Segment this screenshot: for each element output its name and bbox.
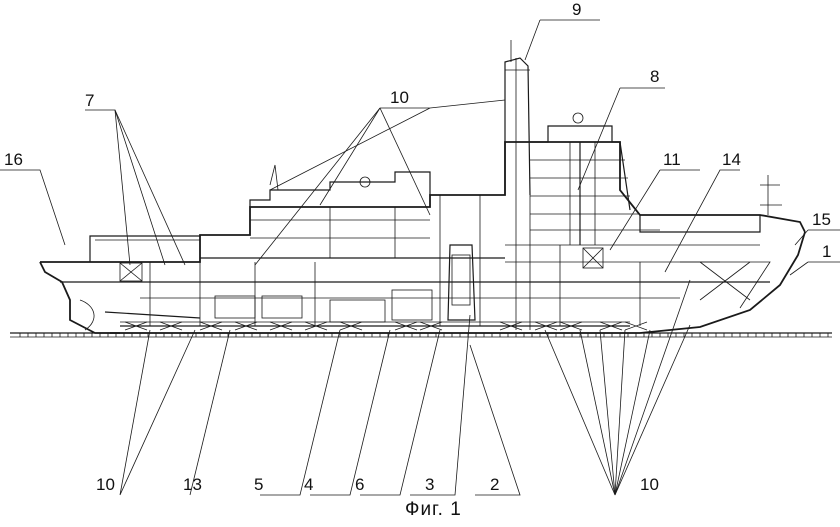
label-8: 8 [650,67,659,86]
leader-lines [0,19,840,496]
tank-cross [234,321,258,331]
label-1: 1 [822,242,831,261]
hull-outline [39,141,806,334]
tank-cross [559,321,583,331]
reference-numerals: 9 8 7 10 11 14 16 15 1 10 13 5 4 6 3 2 1… [4,0,831,494]
tank-cross [394,321,418,331]
superstructure-forward [530,112,660,269]
label-5: 5 [254,475,263,494]
machinery [79,244,476,331]
superstructure-aft [89,164,431,282]
tank-cross [534,321,558,331]
tank-cross [304,321,328,331]
mast [504,40,531,330]
label-16: 16 [4,150,23,169]
tank-cross [499,321,523,331]
label-14: 14 [722,150,741,169]
tank-cross [124,321,148,331]
label-9: 9 [572,0,581,19]
tank-cross [199,321,223,331]
label-15: 15 [812,210,831,229]
label-10-right: 10 [640,475,659,494]
tank-cross [339,321,363,331]
label-2: 2 [490,475,499,494]
bulkheads [149,195,641,326]
label-10-left: 10 [96,475,115,494]
figure-caption: Фиг. 1 [405,499,462,520]
label-3: 3 [425,475,434,494]
label-6: 6 [355,475,364,494]
label-11: 11 [663,150,681,169]
tank-cross [269,321,293,331]
double-bottom-tanks [124,321,648,331]
label-4: 4 [304,475,313,494]
tank-cross [419,321,443,331]
label-13: 13 [183,475,202,494]
label-10-top: 10 [390,88,409,107]
label-7: 7 [85,91,94,110]
tank-cross [599,321,623,331]
forecastle [639,175,782,309]
tank-cross [159,321,183,331]
tank-cross [624,321,648,331]
